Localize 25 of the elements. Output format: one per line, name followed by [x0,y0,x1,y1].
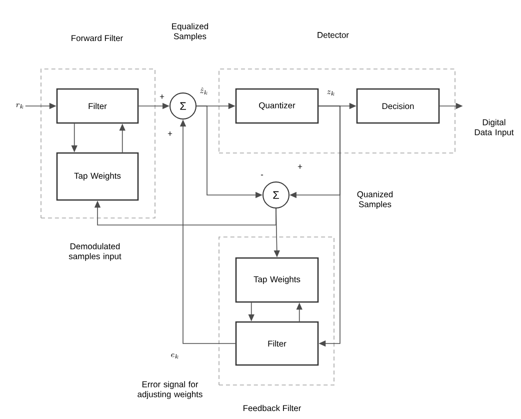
edge-label: $z_k$ [326,90,336,96]
process-box: Decision [356,88,440,124]
signal-label: $r_k$ [16,104,24,108]
process-box: Tap Weights [235,257,319,303]
sign-label: + [298,164,302,169]
text-label: Error signal for adjusting weights [138,381,202,399]
process-box: Filter [235,321,319,366]
sign-label: - [260,174,264,176]
edge-label: $e_k$ [170,352,180,360]
output-label: Digital Data Input [474,119,514,137]
process-box: Filter [56,88,139,124]
group-heading: Feedback Filter [244,404,302,412]
edge-label: $\hat{z}_k$ [198,86,210,96]
group-heading: Forward Filter [72,34,123,42]
process-box: Tap Weights [56,152,139,201]
sign-label: + [168,132,172,136]
process-box: Quantizer [235,88,319,124]
group-heading: Detector [318,32,349,38]
text-label: Quanized Samples [357,191,393,209]
text-label: Demodulated samples input [68,243,122,261]
sign-label: + [160,94,164,99]
summing-junction: Σ [262,182,290,208]
summing-junction: Σ [170,92,196,120]
arrow [318,106,340,347]
text-label: Equalized Samples [172,23,208,41]
